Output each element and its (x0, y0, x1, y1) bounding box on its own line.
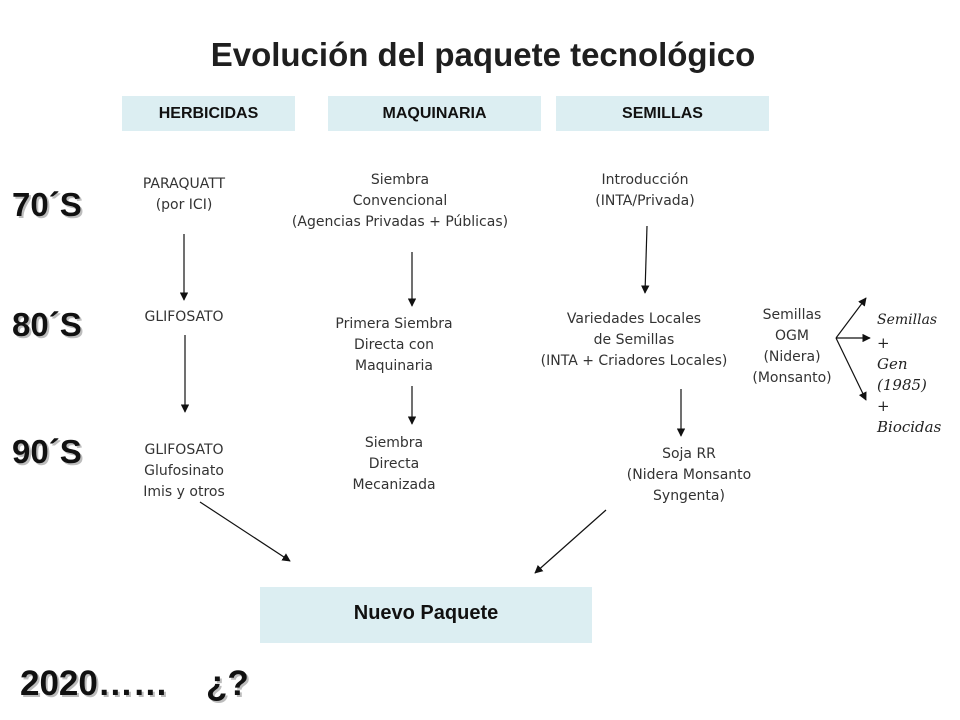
node-line: Directa (368, 456, 420, 472)
arrow-ogm-branch-down (835, 337, 867, 401)
node-semillas-80s: Variedades Locales de Semillas (INTA + C… (524, 309, 744, 372)
node-line: GLIFOSATO (144, 442, 224, 458)
node-line: OGM (775, 328, 809, 344)
result-box-nuevo-paquete: Nuevo Paquete (260, 587, 592, 643)
node-line: Mecanizada (352, 477, 436, 493)
node-semillas-90s: Soja RR (Nidera Monsanto Syngenta) (599, 444, 779, 507)
node-line: (Agencias Privadas + Públicas) (291, 214, 509, 230)
node-line: (INTA/Privada) (595, 193, 695, 209)
node-maquinaria-70s: Siembra Convencional (Agencias Privadas … (270, 170, 530, 233)
node-line: (1985) (877, 376, 927, 394)
node-line: Directa con (353, 337, 435, 353)
node-line: Semillas (877, 312, 938, 328)
decade-70s: 70´S (12, 186, 82, 223)
node-line: (Nidera Monsanto (626, 467, 752, 483)
future-question: ¿? (206, 664, 249, 703)
node-line: Convencional (352, 193, 448, 209)
node-maquinaria-90s: Siembra Directa Mecanizada (314, 433, 474, 496)
node-branch-semillas: Semillas (877, 310, 937, 331)
header-maquinaria: MAQUINARIA (328, 96, 541, 131)
node-line: Soja RR (662, 446, 716, 462)
future-year: 2020…… (20, 664, 168, 703)
decade-90s: 90´S (12, 433, 82, 470)
arrow-semillas-70-80 (641, 225, 650, 294)
node-herbicidas-80s: GLIFOSATO (104, 307, 264, 328)
node-line: Semillas (762, 307, 822, 323)
decade-80s: 80´S (12, 306, 82, 343)
node-line: PARAQUATT (142, 176, 226, 192)
node-line: (por ICI) (155, 197, 213, 213)
node-line: Siembra (364, 435, 424, 451)
node-line: Maquinaria (355, 358, 433, 374)
node-line: Gen (877, 355, 908, 373)
header-semillas: SEMILLAS (556, 96, 769, 131)
node-line: Introducción (601, 172, 689, 188)
node-line: (INTA + Criadores Locales) (540, 353, 728, 369)
node-line: Variedades Locales (566, 311, 702, 327)
node-line: Siembra (370, 172, 430, 188)
header-herbicidas: HERBICIDAS (122, 96, 295, 131)
node-herbicidas-70s: PARAQUATT (por ICI) (104, 174, 264, 216)
node-line: Biocidas (877, 418, 942, 436)
arrow-herbicidas-to-result (199, 501, 291, 562)
node-line: + (877, 334, 890, 352)
node-line: GLIFOSATO (144, 309, 224, 325)
node-line: + (877, 397, 890, 415)
page-title: Evolución del paquete tecnológico (210, 36, 756, 73)
node-semillas-70s: Introducción (INTA/Privada) (565, 170, 725, 212)
node-line: (Monsanto) (752, 370, 832, 386)
arrow-semillas-to-result (534, 509, 607, 574)
node-line: Primera Siembra (335, 316, 453, 332)
node-line: (Nidera) (763, 349, 821, 365)
node-line: Syngenta) (653, 488, 725, 504)
node-line: Glufosinato (144, 463, 224, 479)
node-herbicidas-90s: GLIFOSATO Glufosinato Imis y otros (104, 440, 264, 503)
arrow-ogm-branch-up (835, 297, 867, 339)
node-semillas-ogm: Semillas OGM (Nidera) (Monsanto) (742, 305, 842, 389)
node-line: Imis y otros (143, 484, 225, 500)
node-maquinaria-80s: Primera Siembra Directa con Maquinaria (314, 314, 474, 377)
node-line: de Semillas (593, 332, 675, 348)
node-branch-gen-biocidas: + Gen (1985) + Biocidas (877, 333, 941, 438)
